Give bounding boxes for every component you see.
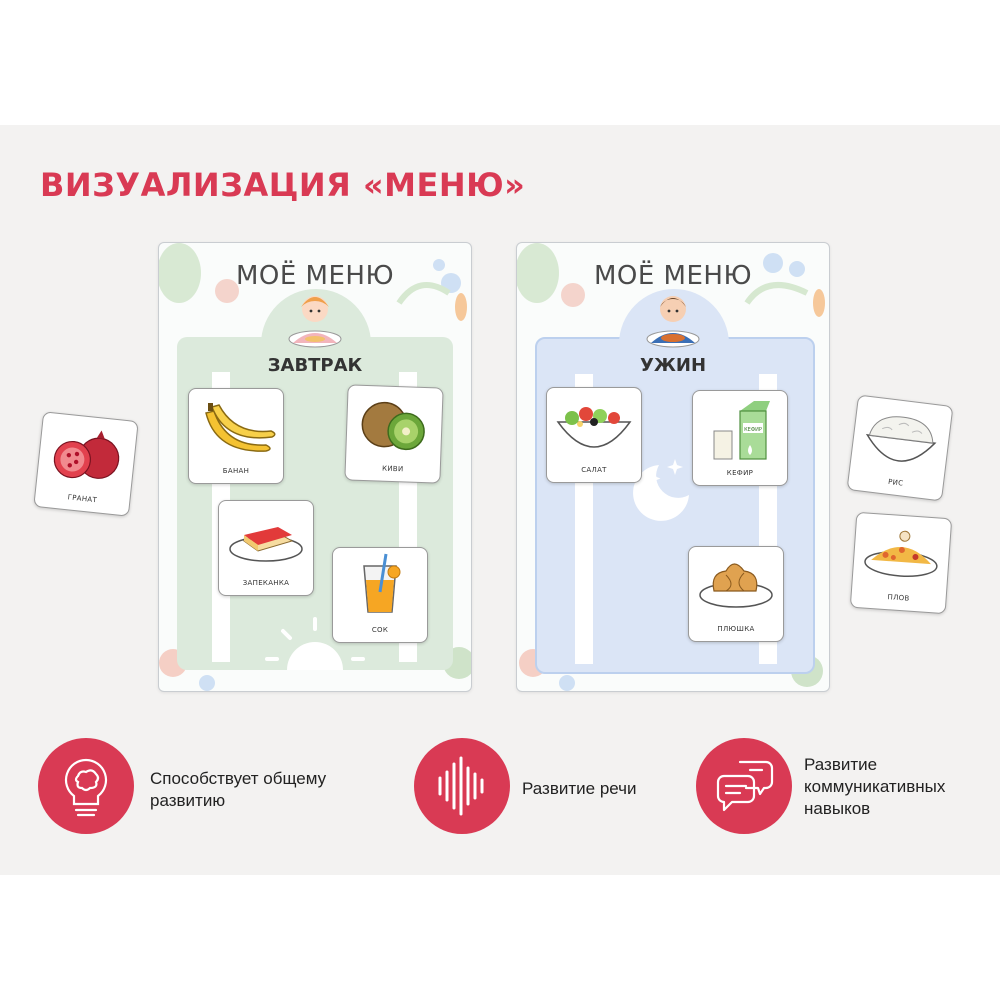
salad-bowl-icon [556,407,632,448]
card-label: ПЛЮШКА [717,625,755,633]
poster-title: МОЁ МЕНЮ [593,261,753,291]
sound-wave-icon [438,756,484,816]
card-label: ЗАПЕКАНКА [242,579,290,587]
feature-icon-circle [414,738,510,834]
card-label: ГРАНАТ [67,493,98,505]
card-casserole[interactable]: ЗАПЕКАНКА [218,500,314,596]
card-label: КЕФИР [726,469,754,477]
pilaf-icon [864,530,938,577]
feature-line: Способствует общему [150,769,327,788]
card-kefir[interactable]: КЕФИР КЕФИР [692,390,788,486]
boy-avatar-icon [646,296,700,348]
feature-icon-circle [38,738,134,834]
card-bun[interactable]: ПЛЮШКА [688,546,784,642]
pack-label: КЕФИР [744,427,762,433]
feature-line: Развитие [804,755,878,774]
feature-line: навыков [804,799,871,818]
card-salad[interactable]: САЛАТ [546,387,642,483]
kiwi-icon [361,401,425,451]
card-label: КИВИ [381,464,404,474]
card-label: РИС [887,477,904,488]
card-banana[interactable]: БАНАН [188,388,284,484]
page-title: ВИЗУАЛИЗАЦИЯ «МЕНЮ» [40,166,526,204]
juice-glass-icon [363,553,401,613]
feature-text: Развитие речи [522,778,637,800]
poster-title: МОЁ МЕНЮ [235,261,395,291]
feature-line: коммуникативных [804,777,946,796]
chat-bubbles-icon [716,760,774,812]
meal-label: УЖИН [639,355,707,376]
card-label: СОК [371,626,389,634]
feature-line: развитию [150,791,226,810]
brain-lightbulb-icon [64,758,108,817]
feature-text: Способствует общему развитию [150,768,326,812]
card-rice[interactable]: РИС [846,394,954,502]
casserole-icon [229,527,303,562]
card-pilaf[interactable]: ПЛОВ [849,511,953,615]
kefir-icon: КЕФИР [713,401,770,460]
banana-icon [205,403,276,452]
pomegranate-icon [53,430,120,479]
meal-label: ЗАВТРАК [267,355,363,376]
card-juice[interactable]: СОК [332,547,428,643]
card-pomegranate[interactable]: ГРАНАТ [33,411,139,517]
card-label: ПЛОВ [887,593,910,603]
feature-text: Развитие коммуникативных навыков [804,754,945,820]
feature-line: Развитие речи [522,779,637,798]
girl-avatar-icon [288,296,342,348]
card-label: САЛАТ [581,466,607,474]
card-kiwi[interactable]: КИВИ [344,384,444,484]
feature-icon-circle [696,738,792,834]
moon-stars-icon [633,459,689,521]
card-label: БАНАН [222,467,250,475]
rice-bowl-icon [865,416,937,462]
bun-icon [699,563,773,608]
